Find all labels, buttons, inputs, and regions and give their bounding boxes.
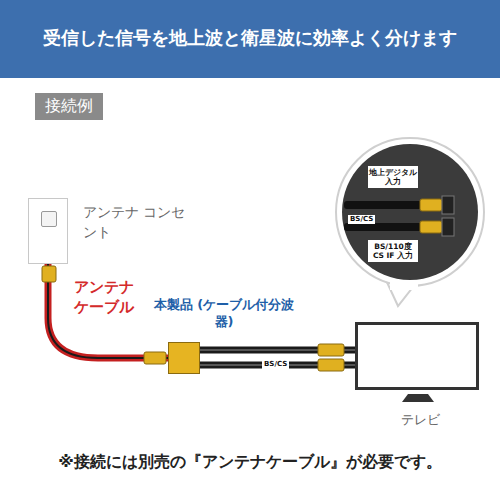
- section-label: 接続例: [35, 93, 103, 120]
- plug-detail: [420, 199, 442, 211]
- antenna-outlet: アンテナ コンセント: [28, 198, 68, 264]
- cable-connector: [48, 264, 168, 358]
- callout-joint: [390, 282, 418, 290]
- plug: [318, 344, 344, 356]
- callout-circle: [342, 144, 478, 280]
- outlet-port: [41, 211, 57, 227]
- jack-detail: [442, 196, 454, 214]
- node-text: 接続例: [45, 96, 93, 117]
- input-tag: BS/110度 CS IF 入力: [368, 240, 418, 262]
- plug: [318, 359, 344, 371]
- node-text: 地上デジタル 入力: [369, 168, 417, 186]
- cable-inner: [48, 264, 168, 358]
- caption-text: ※接続には別売の『アンテナケーブル』が必要です。: [0, 452, 500, 473]
- plug-detail: [420, 221, 442, 233]
- callout-rim: [336, 138, 484, 286]
- title-text: 受信した信号を地上波と衛星波に効率よく分けます: [0, 26, 500, 50]
- node-text: BS/110度 CS IF 入力: [369, 242, 417, 260]
- edge-label: アンテナ ケーブル: [74, 278, 146, 317]
- tv-stand: [402, 394, 434, 402]
- node-text: 本製品 (ケーブル付分波器): [149, 297, 299, 331]
- edge-label: BS/CS: [262, 360, 289, 369]
- plug: [42, 266, 56, 282]
- cable-tag: BS/CS: [348, 215, 375, 224]
- cable-detail: [344, 201, 422, 209]
- callout-pointer: [385, 278, 420, 306]
- jack-detail: [442, 218, 454, 236]
- input-tag: 地上デジタル 入力: [368, 166, 418, 188]
- node-text: アンテナ コンセント: [83, 203, 193, 242]
- tv-screen: テレビ: [355, 322, 479, 390]
- cable-detail: [344, 223, 422, 231]
- splitter-box: 本製品 (ケーブル付分波器): [168, 342, 200, 374]
- cable-outer: [48, 264, 168, 358]
- plug: [144, 352, 166, 364]
- node-text: テレビ: [358, 411, 482, 429]
